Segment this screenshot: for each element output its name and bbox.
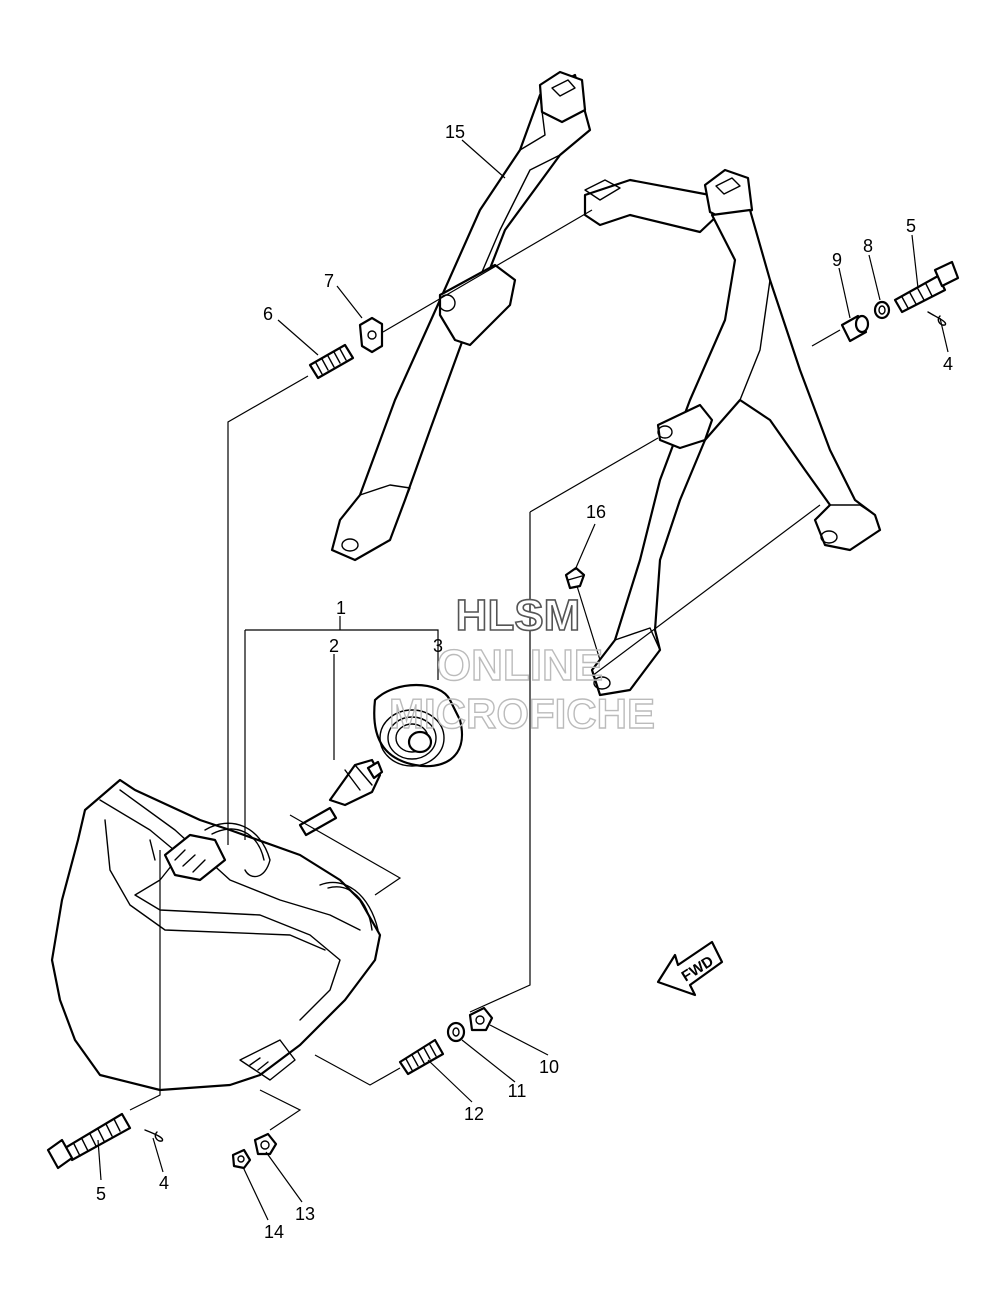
callout-labels: 15 7 6 9 8 5 4 16 1 2 3 10 11 12 5 4 13 … <box>96 122 953 1242</box>
callout-1: 1 <box>336 598 346 618</box>
callout-12: 12 <box>464 1104 484 1124</box>
bolt-5-top <box>893 260 960 314</box>
bulb-2 <box>298 758 384 837</box>
headlight-body <box>50 778 382 1092</box>
callout-13: 13 <box>295 1204 315 1224</box>
spring-6 <box>308 343 355 380</box>
watermark-line1: HLSM <box>456 591 581 640</box>
callout-14: 14 <box>264 1222 284 1242</box>
callout-16: 16 <box>586 502 606 522</box>
callout-9: 9 <box>832 250 842 270</box>
callout-5-top: 5 <box>906 216 916 236</box>
fwd-arrow: FWD <box>656 940 724 997</box>
washer-11 <box>446 1021 466 1043</box>
callout-5-bottom: 5 <box>96 1184 106 1204</box>
bolt-5-bottom <box>46 1112 132 1170</box>
assembly-lines <box>129 209 841 1131</box>
callout-4-top: 4 <box>943 354 953 374</box>
callout-8: 8 <box>863 236 873 256</box>
nut-14 <box>231 1148 252 1170</box>
nut-10 <box>468 1006 494 1032</box>
leader-lines <box>97 139 949 1221</box>
callout-4-bottom: 4 <box>159 1173 169 1193</box>
callout-11: 11 <box>508 1081 527 1101</box>
collar-9 <box>840 314 870 343</box>
grommet-16 <box>564 566 586 590</box>
washer-8 <box>873 300 891 320</box>
callout-2: 2 <box>329 636 339 656</box>
nut-13 <box>253 1132 278 1156</box>
clip-4-bottom <box>144 1129 164 1142</box>
socket-cover-3 <box>373 683 463 768</box>
clip-nut-7 <box>358 316 384 354</box>
watermark: HLSM ONLINE MICROFICHE <box>388 590 655 738</box>
spring-12 <box>398 1038 445 1076</box>
headlight-stay-15 <box>330 70 882 697</box>
clip-4-top <box>927 311 947 326</box>
callout-15: 15 <box>445 122 465 142</box>
watermark-line3: MICROFICHE <box>389 690 655 737</box>
callout-3: 3 <box>433 636 443 656</box>
watermark-line2: ONLINE <box>437 641 603 690</box>
callout-7: 7 <box>324 271 334 291</box>
callout-10: 10 <box>539 1057 559 1077</box>
callout-6: 6 <box>263 304 273 324</box>
